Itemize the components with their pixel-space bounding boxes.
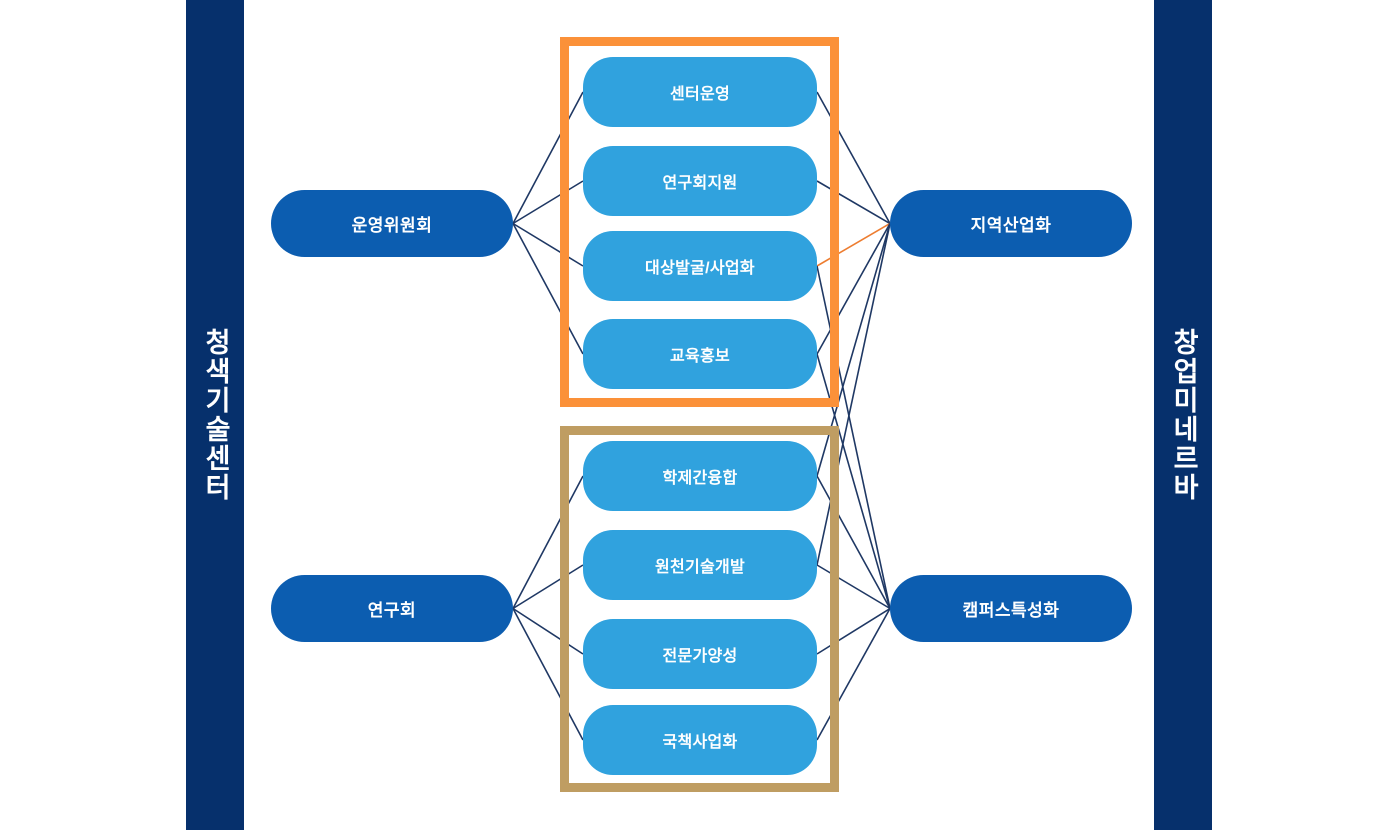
- node-expert-training[interactable]: 전문가양성: [583, 619, 817, 689]
- left-banner: 청색기술센터: [186, 0, 244, 830]
- node-regional-industrialization-label: 지역산업화: [970, 216, 1052, 235]
- node-national-policy-project[interactable]: 국책사업화: [583, 705, 817, 775]
- node-regional-industrialization[interactable]: 지역산업화: [890, 190, 1132, 257]
- left-banner-label: 청색기술센터: [200, 328, 231, 502]
- node-research-society-support[interactable]: 연구회지원: [583, 146, 817, 216]
- node-target-discovery-commercialization[interactable]: 대상발굴/사업화: [583, 231, 817, 301]
- node-core-technology-development-label: 원천기술개발: [654, 559, 746, 576]
- node-research-society-support-label: 연구회지원: [662, 175, 738, 192]
- node-core-technology-development[interactable]: 원천기술개발: [583, 530, 817, 600]
- node-steering-committee[interactable]: 운영위원회: [271, 190, 513, 257]
- node-center-operation-label: 센터운영: [669, 86, 731, 103]
- node-steering-committee-label: 운영위원회: [351, 216, 433, 235]
- node-education-promotion[interactable]: 교육홍보: [583, 319, 817, 389]
- right-banner-label: 창업미네르바: [1168, 328, 1199, 502]
- node-campus-specialization-label: 캠퍼스특성화: [962, 601, 1060, 620]
- node-national-policy-project-label: 국책사업화: [662, 734, 738, 751]
- node-expert-training-label: 전문가양성: [662, 648, 738, 665]
- node-interdisciplinary-convergence-label: 학제간융합: [662, 470, 738, 487]
- node-target-discovery-commercialization-label: 대상발굴/사업화: [645, 260, 755, 277]
- right-banner: 창업미네르바: [1154, 0, 1212, 830]
- node-education-promotion-label: 교육홍보: [669, 348, 731, 365]
- node-campus-specialization[interactable]: 캠퍼스특성화: [890, 575, 1132, 642]
- node-interdisciplinary-convergence[interactable]: 학제간융합: [583, 441, 817, 511]
- bottom-group-frame: [560, 426, 839, 792]
- top-group-frame: [560, 37, 839, 407]
- node-center-operation[interactable]: 센터운영: [583, 57, 817, 127]
- node-research-society[interactable]: 연구회: [271, 575, 513, 642]
- node-research-society-label: 연구회: [367, 601, 417, 620]
